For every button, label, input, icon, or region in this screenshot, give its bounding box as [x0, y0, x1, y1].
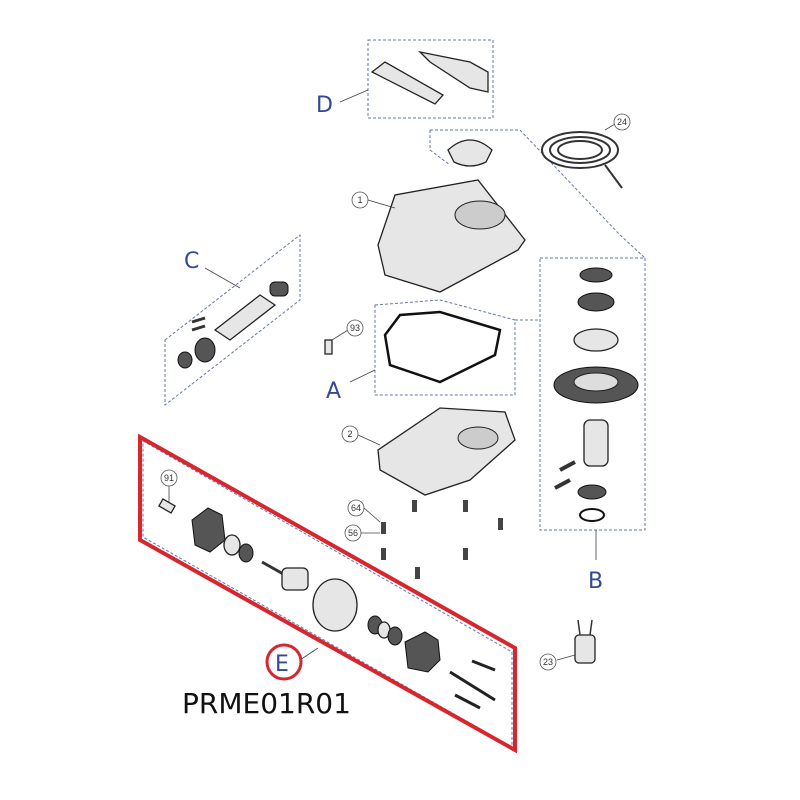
group-label-c: C [184, 249, 199, 274]
part-number-23: 23 [543, 657, 553, 667]
group-label-d: D [316, 93, 333, 118]
bracket-plate [370, 61, 445, 105]
housing-base-2: 2 [341, 407, 516, 496]
screw-93: 93 [324, 319, 364, 355]
housing-lid-1: 1 [351, 179, 526, 293]
group-label-e: E [275, 652, 289, 677]
part-number-93: 93 [350, 323, 360, 333]
seal-cap [447, 139, 493, 167]
kit-e-motor-assembly: 91 E PRME01R01 [138, 433, 517, 754]
capacitor-23: 23 [539, 619, 596, 671]
cable-24: 24 [541, 113, 631, 189]
part-number-1: 1 [357, 195, 362, 205]
group-b: B [515, 257, 646, 594]
part-number-24: 24 [617, 117, 627, 127]
group-e-circle-highlight [265, 643, 303, 681]
highlight-box [138, 433, 517, 754]
screws: 64 56 [344, 499, 503, 579]
group-a-gasket: A [326, 299, 516, 404]
part-number-56: 56 [348, 528, 358, 538]
group-label-a: A [326, 379, 341, 404]
part-number-64: 64 [351, 503, 361, 513]
bracket-l [418, 50, 489, 93]
kit-code: PRME01R01 [182, 687, 351, 720]
group-c: C [164, 233, 301, 407]
group-label-b: B [588, 569, 603, 594]
group-d: D [316, 39, 494, 119]
part-number-2: 2 [347, 429, 352, 439]
part-number-91: 91 [164, 473, 174, 483]
